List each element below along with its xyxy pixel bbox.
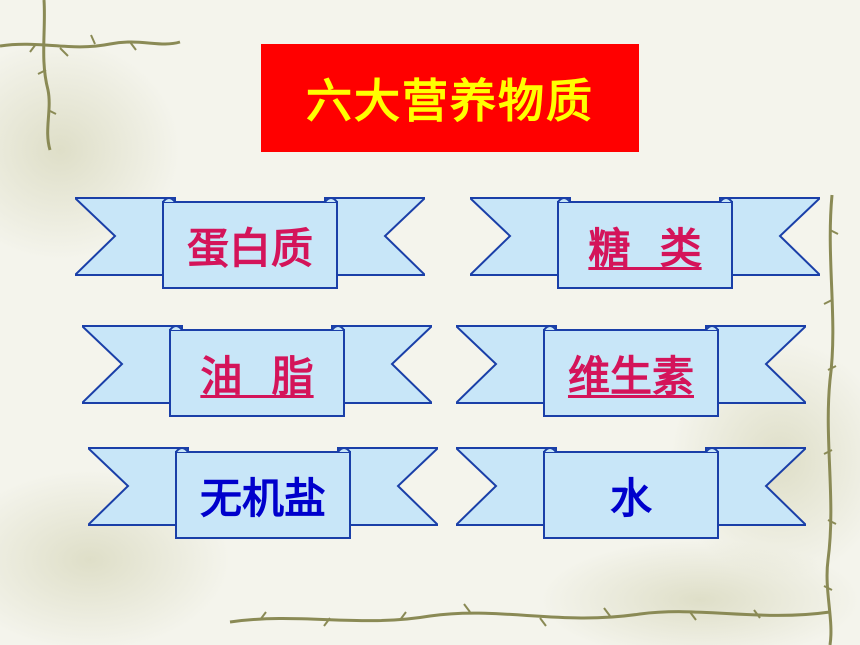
nutrient-label-protein: 蛋白质 — [186, 223, 313, 273]
ribbon-banner-shape — [75, 197, 425, 289]
banner-protein: 蛋白质 — [75, 190, 425, 290]
nutrient-label-minerals: 无机盐 — [199, 473, 326, 523]
nutrient-label-fat: 油 脂 — [200, 351, 314, 401]
ribbon-banner-shape — [456, 325, 806, 417]
banner-vitamin: 维生素 — [456, 318, 806, 418]
nutrient-label-vitamin: 维生素 — [567, 351, 694, 401]
title-box: 六大营养物质 — [261, 44, 639, 152]
slide-title: 六大营养物质 — [306, 74, 594, 128]
nutrient-label-sugar: 糖 类 — [588, 223, 702, 273]
ribbon-banner-shape — [470, 197, 820, 289]
ribbon-banner-shape — [82, 325, 432, 417]
banner-minerals: 无机盐 — [88, 440, 438, 540]
banner-sugar: 糖 类 — [470, 190, 820, 290]
ribbon-banner-shape — [88, 447, 438, 539]
nutrient-label-water: 水 — [609, 473, 652, 523]
banner-fat: 油 脂 — [82, 318, 432, 418]
banner-water: 水 — [456, 440, 806, 540]
ribbon-banner-shape — [456, 447, 806, 539]
